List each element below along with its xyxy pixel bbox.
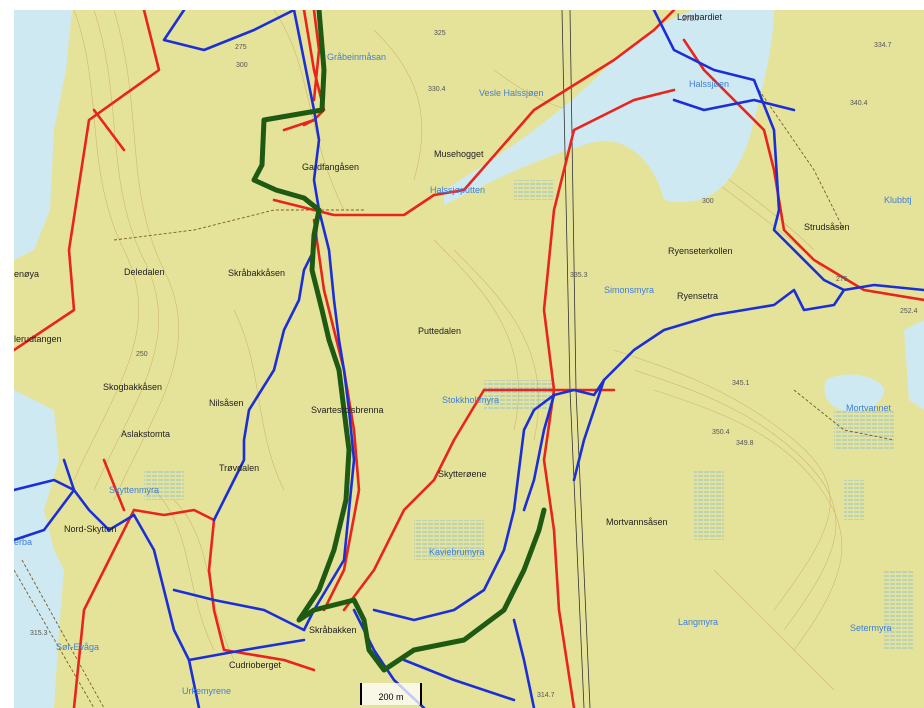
elevation-label: 340.4	[850, 100, 868, 107]
water-label-sor-evaga: Sør-Evåga	[56, 642, 100, 652]
elevation-label: 278.7	[682, 16, 700, 23]
place-label-lombardiet: Lombardiet	[677, 12, 723, 22]
place-label-skrabakken: Skråbakken	[309, 625, 357, 635]
elevation-label: 250	[136, 351, 148, 358]
elevation-label: 314.7	[537, 692, 555, 699]
water-label-urkemyrene: Urkemyrene	[182, 686, 232, 696]
place-label-deledalen: Deledalen	[124, 267, 165, 277]
elevation-label: 300	[236, 62, 248, 69]
water-label-grabeinmasan: Gråbeinmåsan	[327, 52, 387, 62]
elevation-label: 335.3	[570, 272, 588, 279]
place-label-trovdalen: Trøvdalen	[219, 463, 260, 473]
elevation-label: 275	[836, 276, 848, 283]
mortvannet-lake	[824, 374, 885, 412]
topographic-map[interactable]: Lombardiet Gråbeinmåsan Vesle Halssjøen …	[14, 10, 924, 708]
water-label-stokkholtmyra: Stokkholtmyra	[442, 395, 500, 405]
place-label-nord-skytten: Nord-Skytten	[64, 524, 117, 534]
place-label-lerudtangen: lerudtangen	[14, 334, 62, 344]
place-label-musehogget: Musehogget	[434, 149, 484, 159]
elevation-label: 275	[235, 44, 247, 51]
elevation-label: 315.3	[30, 630, 48, 637]
dashed-trails	[14, 89, 895, 708]
lake-west-lower	[14, 390, 64, 708]
scale-bar: 200 m	[360, 683, 422, 705]
place-label-ryensetra: Ryensetra	[677, 291, 719, 301]
water-label-klubbtj: Klubbtj	[884, 195, 912, 205]
water-label-vesle-halssjoen: Vesle Halssjøen	[479, 88, 544, 98]
marsh-areas	[144, 180, 914, 650]
place-label-ryenseterkollen: Ryenseterkollen	[668, 246, 733, 256]
water-label-simonsmyra: Simonsmyra	[604, 285, 655, 295]
place-label-strudsasen: Strudsåsen	[804, 222, 850, 232]
lake-east	[904, 320, 924, 410]
elevation-label: 334.7	[874, 42, 892, 49]
green-route	[251, 10, 547, 673]
water-label-setermyra: Setermyra	[850, 623, 892, 633]
blue-routes	[14, 10, 924, 708]
place-label-skytteroene: Skytterøene	[438, 469, 487, 479]
place-label-cudrioberget: Cudrioberget	[229, 660, 282, 670]
water-label-langmyra: Langmyra	[678, 617, 719, 627]
elevation-label: 300	[702, 198, 714, 205]
elevation-label: 325	[434, 30, 446, 37]
elevation-label: 350.4	[712, 429, 730, 436]
elevation-label: 252.4	[900, 308, 918, 315]
red-routes	[14, 10, 924, 708]
halssjoen-lake	[444, 10, 774, 205]
place-label-gardfangasen: Gardfangåsen	[302, 162, 360, 172]
place-label-puttedalen: Puttedalen	[418, 326, 462, 336]
place-label-skrabakkasen: Skråbakkåsen	[228, 268, 286, 278]
water-label-mortvannet: Mortvannet	[846, 403, 892, 413]
water-label-erba: erba	[14, 537, 33, 547]
place-label-mortvannsasen: Mortvannsåsen	[606, 517, 668, 527]
water-label-skyttenmyra: Skyttenmyra	[109, 485, 160, 495]
scale-bar-label: 200 m	[378, 692, 404, 702]
place-label-aslakstomta: Aslakstomta	[121, 429, 171, 439]
elevation-label: 345.1	[732, 380, 750, 387]
water-label-kaviebrumyra: Kaviebrumyra	[429, 547, 485, 557]
water-label-halssjoputten: Halssjøputten	[430, 185, 486, 195]
place-label-nilsasen: Nilsåsen	[209, 398, 244, 408]
place-label-enoya: enøya	[14, 269, 40, 279]
lake-west	[14, 10, 72, 260]
map-canvas	[14, 10, 924, 708]
place-label-skogbakkasen: Skogbakkåsen	[103, 382, 163, 392]
elevation-label: 349.8	[736, 440, 754, 447]
place-label-svartestolsbrenna: Svartestolsbrenna	[311, 405, 384, 415]
elevation-label: 330.4	[428, 86, 446, 93]
water-label-halssjoen: Halssjøen	[689, 79, 730, 89]
water-bodies	[14, 10, 924, 708]
